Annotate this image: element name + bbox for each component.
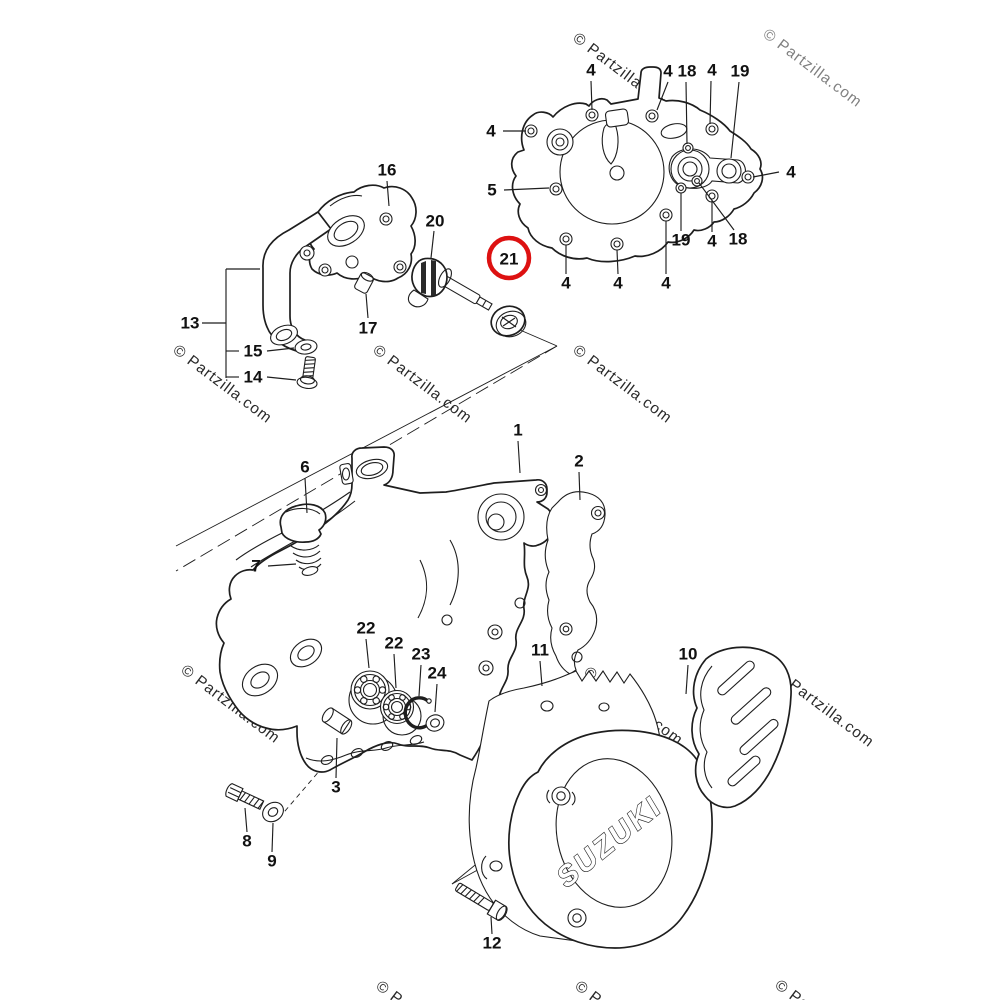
callout-4: 4 [586, 61, 596, 80]
callout-14: 14 [244, 368, 263, 387]
pin-17 [354, 271, 374, 294]
callout-9: 9 [267, 852, 276, 871]
callout-4: 4 [663, 62, 673, 81]
bolt-8 [225, 782, 265, 810]
callout-1: 1 [513, 421, 522, 440]
watermark-text: © Partzilla.com [772, 977, 878, 1000]
magneto-cover-drawing: SUZUKI [508, 729, 713, 949]
bolt-12 [455, 882, 508, 921]
callout-21: 21 [500, 250, 519, 269]
sprocket-cover-drawing [691, 646, 792, 809]
callout-19: 19 [731, 62, 750, 81]
gasket-2-drawing [544, 491, 606, 675]
callout-10: 10 [679, 645, 698, 664]
watermark-text: © Partzilla.com [370, 342, 476, 427]
callout-23: 23 [412, 645, 431, 664]
callout-19: 19 [672, 231, 691, 250]
callout-12: 12 [483, 934, 502, 953]
dowel-3 [321, 707, 353, 735]
callout-17: 17 [359, 319, 378, 338]
callout-4: 4 [486, 122, 496, 141]
callout-20: 20 [426, 212, 445, 231]
screw-14 [296, 356, 318, 390]
crankcase-cover-drawing [215, 446, 555, 773]
callout-4: 4 [786, 163, 796, 182]
watermark-text: © Partzilla.com [572, 978, 678, 1000]
highlight-circle-21 [486, 235, 532, 281]
callout-16: 16 [378, 161, 397, 180]
water-pump-housing-drawing [262, 184, 417, 390]
washer-9 [262, 801, 284, 823]
bearing-22-right [379, 689, 415, 725]
watermark-text: © Partzilla.com [760, 26, 866, 111]
callout-5: 5 [487, 181, 496, 200]
callout-24: 24 [428, 664, 447, 683]
callout-4: 4 [661, 274, 671, 293]
callout-13: 13 [181, 314, 200, 333]
clutch-cover-drawing [510, 66, 764, 263]
callout-4: 4 [613, 274, 623, 293]
clutch-cover-bolt-holes [524, 108, 755, 251]
callout-4: 4 [561, 274, 571, 293]
callout-22: 22 [385, 634, 404, 653]
callout-3: 3 [331, 778, 340, 797]
callout-8: 8 [242, 832, 251, 851]
callout-22: 22 [357, 619, 376, 638]
washer-15 [294, 339, 318, 355]
callout-15: 15 [244, 342, 263, 361]
oil-seal-21-drawing [490, 305, 527, 338]
callout-7: 7 [251, 557, 260, 576]
clutch-dome [559, 119, 665, 225]
watermark-text: © Partzilla.com [373, 978, 479, 1000]
callout-18: 18 [678, 62, 697, 81]
callout-6: 6 [300, 458, 309, 477]
leader-lines [202, 80, 780, 935]
pump-shaft-20-drawing [407, 257, 493, 311]
callout-4: 4 [707, 61, 717, 80]
watermark-text: © Partzilla.com [570, 342, 676, 427]
sprocket-cover-slots [717, 660, 779, 787]
callout-2: 2 [574, 452, 583, 471]
callout-18: 18 [729, 230, 748, 249]
callout-11: 11 [531, 641, 549, 660]
screw-18-top [682, 142, 694, 154]
washer-24 [425, 714, 445, 732]
callout-4: 4 [707, 232, 717, 251]
oil-cap-drawing [279, 503, 327, 576]
shaft [441, 275, 493, 311]
bearing-22-left [350, 670, 390, 710]
